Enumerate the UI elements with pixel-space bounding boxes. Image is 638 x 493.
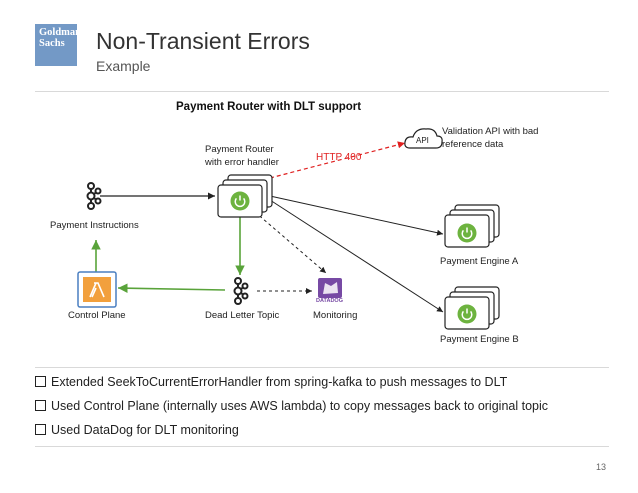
aws-lambda-icon bbox=[77, 271, 117, 308]
arrow-router-to-validation bbox=[269, 141, 406, 179]
slide-title: Non-Transient Errors bbox=[96, 28, 310, 54]
datadog-badge: DATADOG bbox=[316, 298, 343, 304]
checkbox-bullet-icon bbox=[35, 424, 46, 435]
checkbox-bullet-icon bbox=[35, 400, 46, 411]
validation-label-line2: reference data bbox=[442, 139, 504, 150]
payment-engine-b-stack bbox=[444, 286, 500, 330]
kafka-icon bbox=[86, 182, 102, 210]
http-400-label: HTTP 400 bbox=[316, 152, 362, 163]
architecture-diagram bbox=[77, 128, 500, 330]
arrow-router-to-monitoring bbox=[254, 211, 327, 274]
diagram-title: Payment Router with DLT support bbox=[176, 101, 362, 113]
page-number: 13 bbox=[596, 462, 607, 472]
bullets-bottom-divider bbox=[35, 446, 609, 447]
arrow-dlt-to-control-plane bbox=[117, 283, 226, 293]
bullets-top-divider bbox=[35, 367, 609, 368]
monitoring-label: Monitoring bbox=[313, 310, 358, 321]
engine-a-label: Payment Engine A bbox=[440, 256, 519, 267]
checkbox-bullet-icon bbox=[35, 376, 46, 387]
spring-icon bbox=[230, 191, 250, 211]
arrow-router-to-engine-b bbox=[269, 199, 444, 313]
router-label-line1: Payment Router bbox=[205, 144, 274, 155]
bullet-3: Used DataDog for DLT monitoring bbox=[35, 423, 239, 437]
bullet-1: Extended SeekToCurrentErrorHandler from … bbox=[35, 375, 507, 389]
router-label-line2: with error handler bbox=[205, 157, 279, 168]
slide-subtitle: Example bbox=[96, 58, 151, 74]
engine-b-label: Payment Engine B bbox=[440, 334, 519, 345]
spring-icon bbox=[457, 223, 477, 243]
payment-router-stack bbox=[217, 174, 273, 218]
arrow-router-to-engine-a bbox=[269, 195, 444, 236]
api-cloud-icon bbox=[404, 128, 443, 149]
validation-label-line1: Validation API with bad bbox=[442, 126, 539, 137]
header-divider bbox=[35, 91, 609, 92]
control-plane-label: Control Plane bbox=[68, 310, 126, 321]
payment-instructions-label: Payment Instructions bbox=[50, 220, 139, 231]
api-badge: API bbox=[416, 136, 429, 145]
spring-icon bbox=[457, 304, 477, 324]
bullet-2: Used Control Plane (internally uses AWS … bbox=[35, 399, 548, 413]
datadog-icon bbox=[318, 278, 342, 298]
dead-letter-topic-label: Dead Letter Topic bbox=[205, 310, 280, 321]
kafka-icon bbox=[233, 277, 249, 305]
payment-engine-a-stack bbox=[444, 204, 500, 248]
